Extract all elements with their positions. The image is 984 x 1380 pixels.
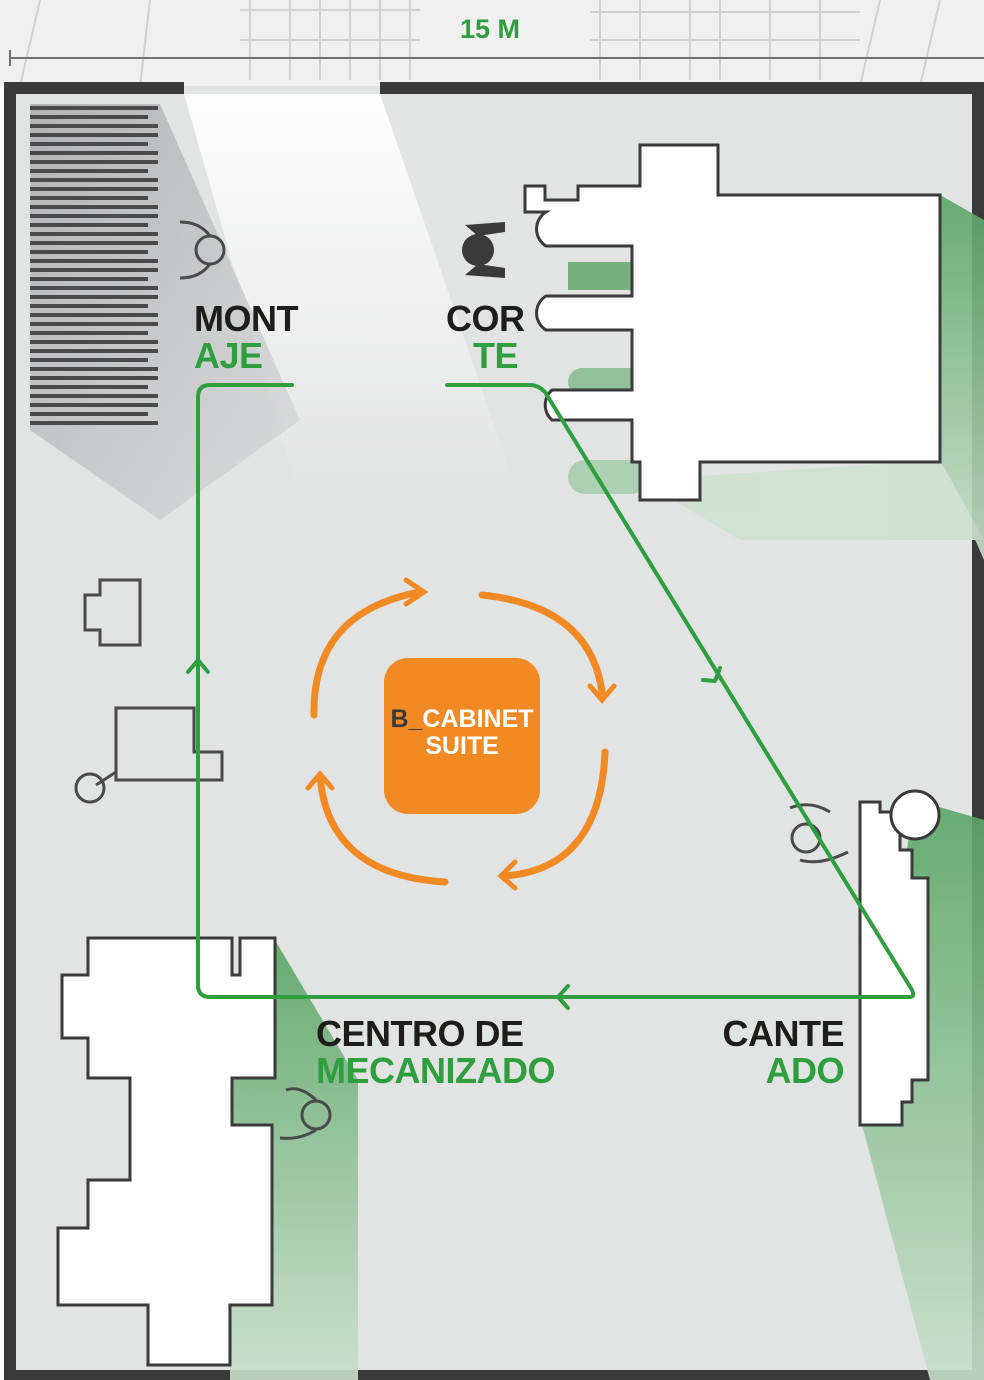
station-edgebanding-line2: ADO — [765, 1050, 845, 1091]
cabinet-suite-logo: B_CABINET SUITE — [384, 658, 540, 814]
station-cutting-label: COR TE — [446, 298, 525, 376]
logo-prefix: B_ — [390, 705, 423, 733]
station-machining-line2: MECANIZADO — [316, 1050, 555, 1091]
cutting-machine — [523, 143, 942, 502]
flow-arrow-left — [556, 984, 570, 1010]
material-flow-path — [186, 383, 916, 1010]
station-assembly-line1: MONT — [194, 298, 298, 339]
station-machining-label: CENTRO DE MECANIZADO — [316, 1015, 555, 1089]
machining-center — [56, 936, 277, 1367]
logo-line2: SUITE — [425, 732, 499, 760]
station-assembly-line2: AJE — [194, 335, 263, 376]
door-light-beam — [184, 94, 520, 500]
small-cabinet — [83, 578, 142, 647]
background-building-sketch — [0, 0, 984, 87]
station-machining-line1: CENTRO DE — [316, 1013, 524, 1054]
flow-arrow-down-right — [701, 666, 722, 683]
hand-cart — [74, 706, 224, 804]
logo-text: B_CABINET SUITE — [384, 706, 540, 760]
flow-arrow-up — [186, 658, 210, 674]
operator-cutting-icon — [462, 222, 505, 278]
station-cutting-line2: TE — [472, 335, 519, 376]
station-edgebanding-line1: CANTE — [722, 1013, 845, 1054]
scale-label: 15 M — [459, 14, 521, 44]
operator-assembly-icon — [179, 220, 226, 280]
station-edgebanding-label: CANTE ADO — [700, 1013, 845, 1091]
storage-rack — [30, 104, 300, 520]
operator-machining-icon — [279, 1087, 332, 1140]
logo-line1: CABINET — [422, 705, 534, 733]
cycle-arrows — [305, 577, 617, 891]
station-assembly-label: MONT AJE — [194, 300, 298, 374]
station-cutting-line1: COR — [446, 298, 525, 339]
